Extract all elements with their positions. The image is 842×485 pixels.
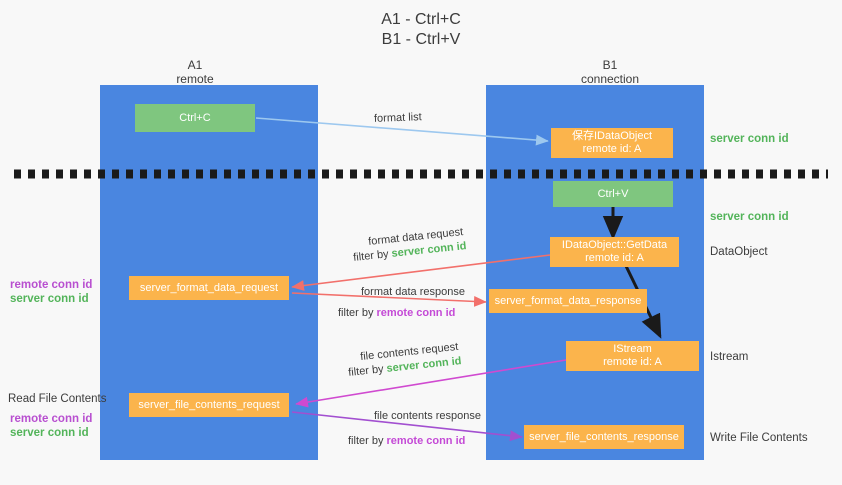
- box-server-format-data-request-label: server_format_data_request: [139, 281, 279, 294]
- box-istream[interactable]: IStream remote id: A: [566, 341, 699, 371]
- box-ctrl-v[interactable]: Ctrl+V: [553, 181, 673, 207]
- label-istream: Istream: [710, 351, 749, 363]
- box-server-format-data-request[interactable]: server_format_data_request: [129, 276, 289, 300]
- edge-label-format-data-response: format data response: [361, 286, 465, 298]
- box-save-idataobject-line2: remote id: A: [582, 143, 642, 155]
- label-server-conn-id-left-2: server conn id: [10, 427, 89, 439]
- filter-key-remote-conn-id-1: remote conn id: [376, 307, 456, 319]
- column-b1-sub: connection: [580, 72, 640, 86]
- box-istream-line2: remote id: A: [603, 356, 662, 368]
- box-save-idataobject[interactable]: 保存IDataObject remote id: A: [551, 128, 673, 158]
- box-server-file-contents-response[interactable]: server_file_contents_response: [524, 425, 684, 449]
- box-getdata-line1: IDataObject::GetData: [561, 239, 668, 251]
- label-dataobject: DataObject: [710, 246, 768, 258]
- filter-prefix-3: filter by: [347, 362, 388, 379]
- filter-prefix-1: filter by: [352, 247, 393, 264]
- box-getdata-line2: remote id: A: [585, 252, 644, 264]
- box-server-file-contents-request[interactable]: server_file_contents_request: [129, 393, 289, 417]
- edge-label-file-contents-response: file contents response: [374, 410, 482, 422]
- label-remote-conn-id-left-2: remote conn id: [10, 413, 93, 425]
- column-header-a1: A1 remote: [115, 58, 275, 86]
- label-server-conn-id-second: server conn id: [710, 211, 789, 223]
- filter-prefix-2: filter by: [338, 307, 377, 319]
- box-ctrl-v-label: Ctrl+V: [597, 187, 629, 200]
- page-title: A1 - Ctrl+C B1 - Ctrl+V: [0, 10, 842, 50]
- title-line-1: A1 - Ctrl+C: [381, 11, 461, 28]
- label-remote-conn-id-left-1: remote conn id: [10, 279, 93, 291]
- box-idataobject-getdata[interactable]: IDataObject::GetData remote id: A: [550, 237, 679, 267]
- column-a1-name: A1: [187, 58, 203, 72]
- box-ctrl-c-label: Ctrl+C: [179, 111, 211, 124]
- label-server-conn-id-left-1: server conn id: [10, 293, 89, 305]
- filter-prefix-4: filter by: [348, 435, 387, 447]
- box-server-format-data-response[interactable]: server_format_data_response: [489, 289, 647, 313]
- box-server-file-contents-response-label: server_file_contents_response: [529, 430, 679, 443]
- edge-label-file-contents-response-filter: filter by remote conn id: [348, 434, 465, 448]
- column-b1-name: B1: [602, 58, 618, 72]
- box-save-idataobject-line1: 保存IDataObject: [571, 130, 653, 142]
- label-read-file-contents: Read File Contents: [8, 393, 107, 405]
- column-a1-sub: remote: [176, 72, 214, 86]
- edge-label-format-list: format list: [373, 111, 422, 125]
- box-server-format-data-response-label: server_format_data_response: [494, 294, 642, 307]
- column-header-b1: B1 connection: [530, 58, 690, 86]
- box-istream-line1: IStream: [613, 343, 652, 355]
- box-ctrl-c[interactable]: Ctrl+C: [135, 104, 255, 132]
- title-line-2: B1 - Ctrl+V: [381, 31, 461, 48]
- box-server-file-contents-request-label: server_file_contents_request: [138, 398, 280, 411]
- filter-key-remote-conn-id-2: remote conn id: [386, 435, 466, 447]
- label-write-file-contents: Write File Contents: [710, 432, 808, 444]
- label-server-conn-id-top: server conn id: [710, 133, 789, 145]
- edge-label-format-data-response-filter: filter by remote conn id: [338, 306, 455, 320]
